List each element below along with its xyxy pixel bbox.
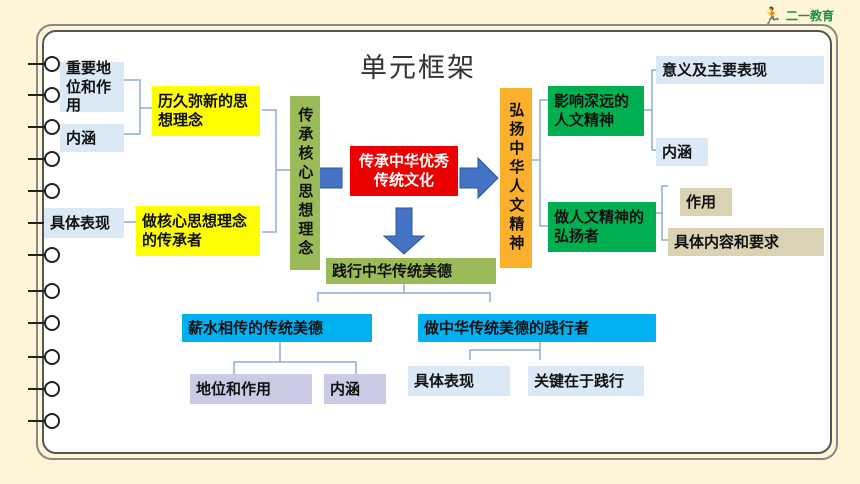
ring-icon: [44, 151, 60, 167]
right-leaf-requirements: 具体内容和要求: [668, 228, 824, 256]
right-leaf-meaning: 意义及主要表现: [656, 56, 824, 84]
brand-logo: 🏃 二一教育: [762, 4, 834, 26]
right-leaf-function: 作用: [680, 188, 732, 216]
bottom-branch-virtues: 薪水相传的传统美德: [182, 314, 372, 342]
left-leaf-connotation: 内涵: [60, 124, 124, 152]
ring-icon: [44, 87, 60, 103]
center-topic: 传承中华优秀传统文化: [350, 146, 458, 196]
ring-icon: [44, 413, 60, 429]
bottom-leaf-connotation: 内涵: [324, 374, 386, 404]
ring-icon: [44, 283, 60, 299]
ring-icon: [44, 119, 60, 135]
left-branch-ideas: 历久弥新的思想理念: [152, 86, 260, 136]
bottom-leaf-status: 地位和作用: [190, 374, 312, 404]
right-leaf-connotation: 内涵: [656, 138, 708, 166]
ring-icon: [44, 381, 60, 397]
down-arrow-icon: [382, 207, 426, 255]
ring-icon: [44, 315, 60, 331]
bottom-main-heading: 践行中华传统美德: [326, 258, 496, 284]
ring-icon: [44, 247, 60, 263]
right-vertical-heading: 弘扬中华人文精神: [500, 88, 532, 268]
right-branch-humanistic-spirit: 影响深远的人文精神: [548, 86, 644, 136]
ring-icon: [44, 183, 60, 199]
ring-icon: [44, 56, 60, 72]
brand-name: 二一教育: [785, 8, 834, 23]
left-leaf-importance: 重要地位和作用: [60, 59, 124, 114]
ring-icon: [44, 349, 60, 365]
left-branch-inheritor: 做核心思想理念的传承者: [136, 206, 260, 256]
right-branch-promoter: 做人文精神的弘扬者: [548, 202, 656, 252]
notebook-back-page: [36, 24, 838, 460]
bottom-leaf-manifestation: 具体表现: [408, 366, 510, 396]
bottom-leaf-practice: 关键在于践行: [528, 366, 644, 396]
page-title: 单元框架: [360, 53, 476, 84]
right-arrow-icon: [459, 156, 499, 200]
runner-icon: 🏃: [762, 5, 782, 25]
left-leaf-manifestation: 具体表现: [44, 208, 124, 238]
left-vertical-heading: 传承核心思想理念: [290, 96, 320, 270]
bottom-branch-practitioner: 做中华传统美德的践行者: [418, 314, 656, 342]
